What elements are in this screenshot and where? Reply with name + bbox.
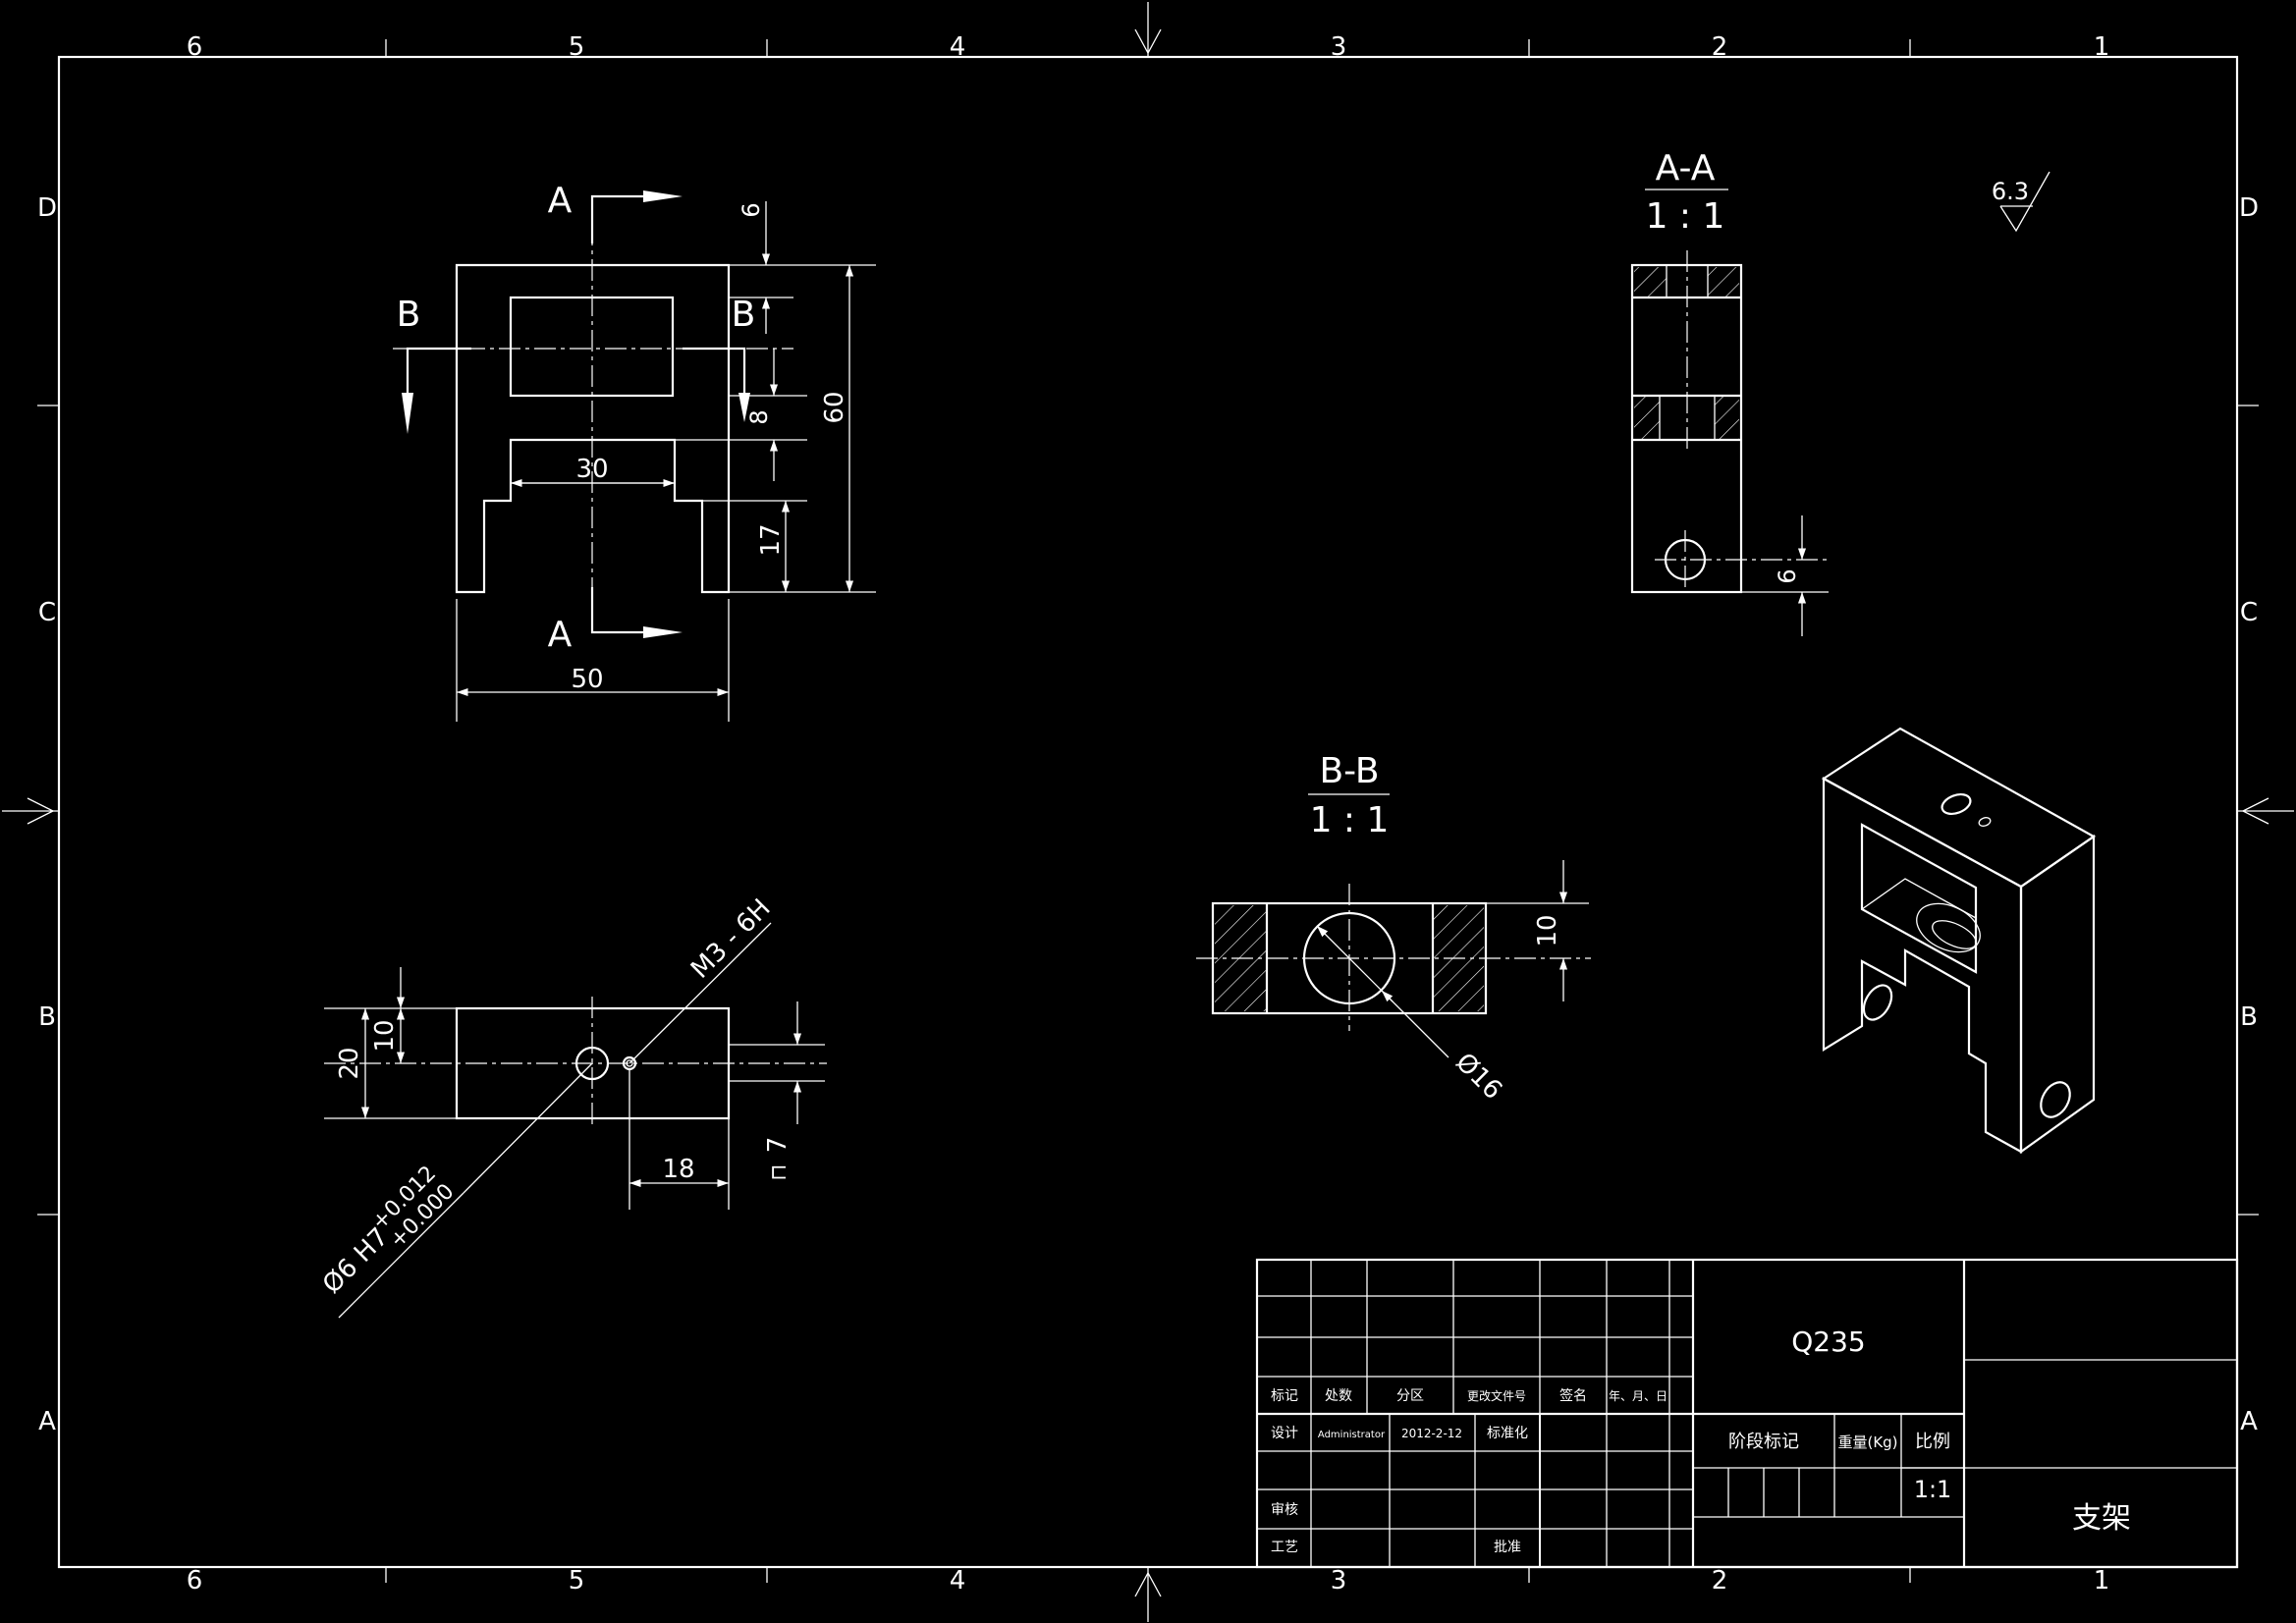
zone-col-2-bottom: 2 <box>1712 1566 1728 1596</box>
header-date: 年、月、日 <box>1609 1389 1667 1403</box>
zone-row-a-left: A <box>38 1407 56 1436</box>
zone-row-b-right: B <box>2240 1002 2258 1032</box>
zone-col-6-bottom: 6 <box>187 1566 203 1596</box>
depth-symbol: ⊓ <box>767 1163 792 1180</box>
zone-col-3-bottom: 3 <box>1331 1566 1347 1596</box>
scale-value: 1:1 <box>1914 1476 1952 1503</box>
designer-name: Administrator <box>1318 1430 1386 1440</box>
isometric-view <box>1821 727 2097 1155</box>
drawing-border <box>37 39 2259 1583</box>
weight-label: 重量(Kg) <box>1837 1434 1897 1451</box>
dim-half-width: 10 <box>370 1019 400 1052</box>
thread-hole <box>622 1055 637 1071</box>
roughness-value: 6.3 <box>1992 178 2029 205</box>
stage-label: 阶段标记 <box>1728 1432 1799 1452</box>
dim-leg: 17 <box>756 523 786 556</box>
process-label: 工艺 <box>1271 1540 1298 1555</box>
section-a-label-top: A <box>548 181 573 221</box>
zone-labels: 6 5 4 3 2 1 6 5 4 3 2 1 D C B A D C B A <box>37 32 2259 1596</box>
standardize-label: 标准化 <box>1487 1426 1528 1441</box>
zone-col-1-bottom: 1 <box>2094 1566 2110 1596</box>
header-zone: 分区 <box>1396 1388 1424 1404</box>
section-b-label-left: B <box>397 295 421 335</box>
header-mark: 标记 <box>1271 1388 1298 1404</box>
zone-row-b-left: B <box>38 1002 56 1032</box>
top-view: 20 10 18 ⊓ 7 M3 - 6H Ø6 H7 +0.012 +0.000 <box>317 893 827 1319</box>
zone-col-1-top: 1 <box>2094 32 2110 62</box>
title-block: Q235 支架 标记 处数 分区 更改文件号 签名 年、月、日 设计 Admin… <box>1255 1258 2239 1569</box>
section-aa-title: A-A <box>1656 148 1716 189</box>
zone-row-d-right: D <box>2239 193 2259 223</box>
section-aa-scale: 1 : 1 <box>1646 196 1725 237</box>
design-date: 2012-2-12 <box>1401 1427 1462 1440</box>
header-signature: 签名 <box>1559 1387 1587 1404</box>
front-view: A A B B 50 30 60 6 8 17 <box>393 181 876 722</box>
zone-col-5-bottom: 5 <box>569 1566 585 1596</box>
zone-col-3-top: 3 <box>1331 32 1347 62</box>
material-text: Q235 <box>1791 1325 1865 1358</box>
section-b-b: B-B 1 : 1 10 Ø16 <box>1196 751 1591 1106</box>
dim-thread-depth: 7 <box>763 1137 793 1154</box>
header-change-doc: 更改文件号 <box>1467 1388 1526 1403</box>
section-a-a: A-A 1 : 1 6 <box>1630 148 1829 636</box>
dim-hole-offset: 18 <box>662 1155 694 1184</box>
review-label: 审核 <box>1271 1502 1298 1518</box>
dim-overall-width: 50 <box>571 665 603 694</box>
zone-col-4-bottom: 4 <box>950 1566 966 1596</box>
designer-label: 设计 <box>1271 1426 1298 1441</box>
dim-bb-diameter: Ø16 <box>1449 1048 1507 1106</box>
header-count: 处数 <box>1325 1388 1352 1404</box>
dim-slot-width: 30 <box>575 455 608 484</box>
zone-row-c-right: C <box>2240 598 2258 627</box>
zone-col-2-top: 2 <box>1712 32 1728 62</box>
pin-hole <box>574 1046 610 1081</box>
zone-col-4-top: 4 <box>950 32 966 62</box>
zone-row-a-right: A <box>2240 1407 2258 1436</box>
dim-aa-hole-offset: 6 <box>1774 568 1801 583</box>
section-a-label-bottom: A <box>548 615 573 655</box>
approve-label: 批准 <box>1494 1540 1521 1555</box>
scale-label: 比例 <box>1915 1432 1950 1452</box>
zone-row-d-left: D <box>37 193 57 223</box>
section-b-label-right: B <box>732 295 756 335</box>
dim-window: 8 <box>745 409 773 424</box>
section-bb-title: B-B <box>1319 751 1379 791</box>
dim-top-thickness: 6 <box>738 202 765 217</box>
dim-bb-thickness: 10 <box>1533 914 1562 947</box>
part-name-text: 支架 <box>2072 1501 2131 1536</box>
surface-roughness-symbol: 6.3 <box>1992 171 2050 233</box>
dim-top-width: 20 <box>335 1047 364 1079</box>
zone-col-6-top: 6 <box>187 32 203 62</box>
zone-col-5-top: 5 <box>569 32 585 62</box>
thread-callout: M3 - 6H <box>685 893 777 985</box>
dim-height: 60 <box>820 391 849 423</box>
zone-row-c-left: C <box>38 598 56 627</box>
section-bb-scale: 1 : 1 <box>1310 800 1390 840</box>
